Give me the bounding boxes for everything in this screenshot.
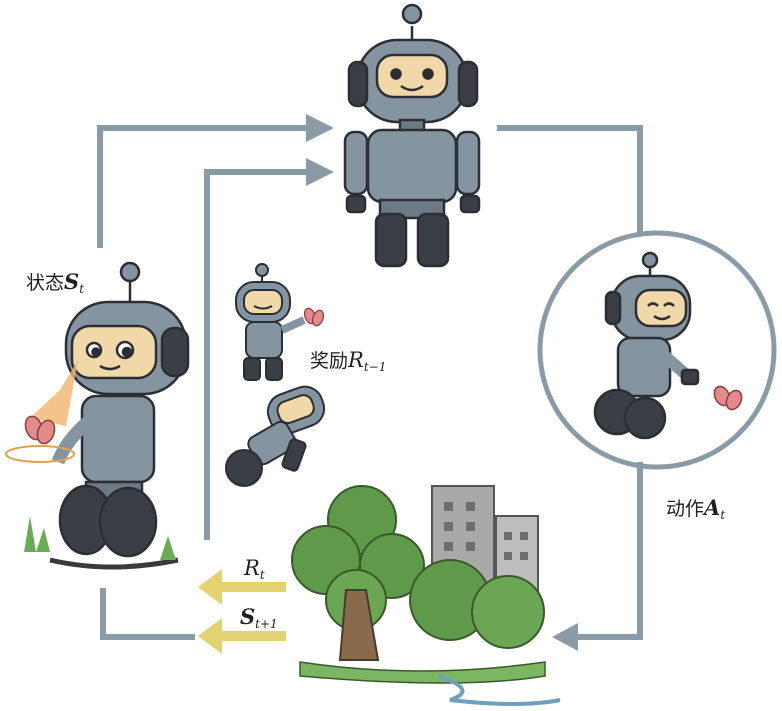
state-to-agent-arrow	[97, 125, 310, 248]
feedback-arrows	[198, 569, 286, 654]
grass-left	[24, 516, 176, 560]
next-state-arrowhead	[198, 618, 222, 654]
reward-label: Rt	[244, 556, 265, 582]
reward-arrow-shaft	[216, 582, 286, 592]
state-label: 状态St	[26, 269, 85, 296]
reward-robot-standing	[235, 263, 306, 381]
environment-ground	[299, 661, 546, 684]
butterfly-icon-left	[24, 415, 56, 445]
vision-beam	[30, 360, 78, 426]
environment-stream	[437, 674, 561, 706]
agent-robot	[343, 3, 481, 268]
state-robot	[49, 261, 190, 570]
butterfly-icon-mid	[303, 307, 325, 327]
reward-to-agent-arrow	[204, 169, 310, 540]
loop-arrows	[97, 125, 643, 640]
reward-arrowhead	[198, 569, 222, 605]
action-to-environment-arrow	[572, 462, 643, 640]
environment-tree	[291, 485, 545, 661]
arrowhead-environment	[552, 623, 578, 651]
next-state-arrow-shaft	[216, 631, 286, 641]
action-robot	[593, 251, 700, 440]
action-label: 动作At	[666, 495, 726, 522]
arrowhead-top-1	[306, 114, 334, 142]
butterfly-icon	[713, 385, 743, 411]
action-circle	[537, 230, 777, 470]
reward-prev-label: 奖励Rt−1	[310, 348, 387, 374]
arrowhead-top-2	[306, 158, 334, 186]
butterfly-motion-ring	[5, 445, 75, 463]
reward-robot-fallen	[225, 385, 326, 487]
next-state-label: St+1	[240, 604, 278, 631]
environment-to-state-arrow	[100, 588, 195, 640]
agent-to-action-arrow	[497, 125, 643, 235]
loop-arrowheads	[306, 114, 578, 651]
